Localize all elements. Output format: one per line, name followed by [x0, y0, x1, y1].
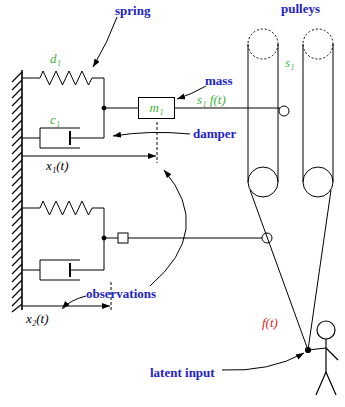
callout-arrows-part — [93, 17, 117, 67]
pulleys — [248, 29, 333, 350]
stick-figure-part — [306, 348, 311, 353]
pulleys-part — [250, 190, 308, 350]
spring-damper-2-part — [22, 201, 104, 215]
wall-part — [21, 70, 23, 310]
spring-damper-1-part — [102, 106, 106, 110]
spring-damper-1-part — [104, 108, 138, 109]
spring-damper-1-part — [22, 71, 104, 85]
parameter-label: s₁ — [285, 56, 295, 70]
stick-figure — [306, 321, 339, 395]
spring-damper-1 — [22, 71, 289, 163]
pulleys-part — [278, 44, 279, 182]
callout-label: pulleys — [281, 2, 320, 16]
wall — [12, 70, 22, 312]
callout-arrows-part — [113, 132, 190, 136]
spring-damper-1-part — [22, 138, 40, 139]
callout-arrows-part — [150, 170, 186, 286]
wall-part — [12, 72, 22, 312]
stick-figure-part — [317, 321, 335, 339]
parameter-label: d₁ — [50, 52, 61, 66]
pulleys-part — [303, 44, 304, 182]
callout-label: observations — [86, 287, 156, 301]
callout-arrows-part — [222, 353, 304, 370]
spring-damper-2-part — [70, 270, 104, 271]
signal-label: x₁(t) — [46, 159, 69, 173]
callout-label: latent input — [150, 366, 215, 380]
stick-figure-part — [325, 339, 326, 372]
pulleys-part — [333, 44, 334, 182]
callout-label: spring — [115, 4, 150, 18]
signal-label: x₂(t) — [26, 312, 49, 326]
pulleys-part — [248, 29, 278, 59]
signal-label: f(t) — [262, 316, 278, 330]
spring-damper-1-part — [157, 122, 158, 163]
pulleys-part — [248, 44, 249, 182]
callout-arrows — [62, 17, 304, 370]
pulleys-part — [303, 167, 333, 197]
spring-damper-2-part — [22, 270, 40, 271]
spring-damper-2-part — [118, 233, 128, 243]
parameter-label: c₁ — [50, 113, 60, 127]
stick-figure-part — [326, 372, 336, 395]
spring-damper-2-part — [102, 236, 106, 240]
spring-damper-1-part — [70, 138, 104, 139]
callout-label: mass — [205, 74, 232, 88]
mass-box: m₁ — [138, 97, 175, 119]
pulleys-part — [303, 29, 333, 59]
parameter-label: s₁ f(t) — [197, 93, 226, 107]
spring-damper-2 — [22, 201, 272, 312]
pulleys-part — [308, 190, 331, 350]
pulleys-part — [248, 167, 278, 197]
spring-damper-1-part — [279, 106, 289, 116]
spring-damper-1-part — [22, 156, 156, 157]
mass-label: m₁ — [150, 100, 164, 116]
spring-damper-1-part — [175, 108, 280, 109]
callout-label: damper — [193, 127, 236, 141]
callout-arrows-part — [62, 296, 86, 309]
stick-figure-part — [316, 372, 326, 395]
spring-damper-2-part — [128, 238, 262, 239]
stick-figure-part — [326, 348, 338, 360]
